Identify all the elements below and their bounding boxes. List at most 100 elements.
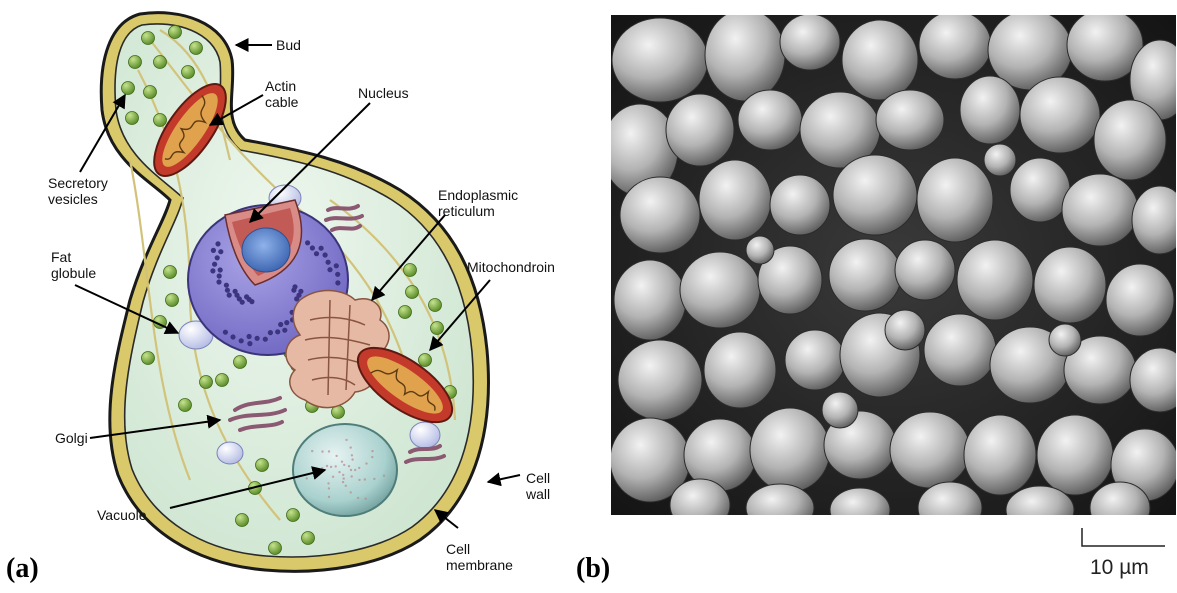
yeast-cell	[1106, 264, 1174, 336]
yeast-cell	[770, 175, 830, 235]
nuclear-pore	[291, 288, 296, 293]
sem-micrograph: 10 µm	[602, 9, 1177, 579]
yeast-cell	[1020, 77, 1100, 153]
panel-letter-b: (b)	[576, 553, 610, 585]
nuclear-pore	[247, 341, 252, 346]
nuclear-pore	[326, 260, 331, 265]
panel-letter-a: (a)	[6, 553, 39, 585]
yeast-cell	[785, 330, 845, 390]
yeast-cell	[885, 310, 925, 350]
yeast-cell	[1037, 415, 1113, 495]
secretory-vesicle	[179, 399, 192, 412]
label-membrane-1: Cell	[446, 541, 470, 557]
yeast-cell	[670, 479, 730, 531]
label-actin-2: cable	[265, 94, 299, 110]
secretory-vesicle	[399, 306, 412, 319]
nuclear-pore	[334, 263, 339, 268]
nuclear-pore	[218, 267, 223, 272]
yeast-cell	[842, 20, 918, 100]
secretory-vesicle	[154, 56, 167, 69]
nuclear-pore	[225, 288, 230, 293]
nuclear-pore	[217, 273, 222, 278]
nuclear-pore	[233, 289, 238, 294]
label-wall-2: wall	[525, 486, 550, 502]
nuclear-pore	[263, 337, 268, 342]
nuclear-pore	[310, 245, 315, 250]
secretory-vesicle	[144, 86, 157, 99]
nuclear-pore	[211, 248, 216, 253]
secretory-vesicle	[287, 509, 300, 522]
label-membrane-2: membrane	[446, 557, 513, 573]
scale-bar-label: 10 µm	[1090, 556, 1149, 579]
label-mitochondrion: Mitochondroin	[467, 259, 555, 275]
yeast-cell	[957, 240, 1033, 320]
secretory-vesicle	[429, 299, 442, 312]
label-fat-2: globule	[51, 265, 96, 281]
yeast-cell	[833, 155, 917, 235]
yeast-cell	[895, 240, 955, 300]
secretory-vesicle	[142, 32, 155, 45]
yeast-cell-diagram: Bud Actin cable Nucleus Secretory vesicl…	[48, 13, 555, 573]
yeast-cell	[666, 94, 734, 166]
label-actin-1: Actin	[265, 78, 296, 94]
nuclear-pore	[216, 279, 221, 284]
yeast-cell	[1094, 100, 1166, 180]
label-fat-1: Fat	[51, 249, 71, 265]
yeast-cell	[699, 160, 771, 240]
secretory-vesicle	[302, 532, 315, 545]
yeast-cell	[620, 177, 700, 253]
secretory-vesicle	[182, 66, 195, 79]
yeast-cell	[919, 11, 991, 79]
nuclear-pore	[239, 338, 244, 343]
yeast-cell	[618, 340, 702, 420]
yeast-cell	[984, 144, 1016, 176]
yeast-cell	[918, 482, 982, 534]
label-secretory-2: vesicles	[48, 191, 98, 207]
label-golgi: Golgi	[55, 430, 88, 446]
nuclear-pore	[255, 336, 260, 341]
yeast-cell	[924, 314, 996, 386]
nuclear-pore	[268, 330, 273, 335]
yeast-cell	[746, 236, 774, 264]
nuclear-pore	[210, 268, 215, 273]
yeast-cell	[680, 252, 760, 328]
yeast-cell	[830, 488, 890, 532]
label-er-2: reticulum	[438, 203, 495, 219]
label-secretory-1: Secretory	[48, 175, 108, 191]
label-bud: Bud	[276, 37, 301, 53]
yeast-cell	[1090, 482, 1150, 534]
nuclear-pore	[275, 329, 280, 334]
secretory-vesicle	[406, 286, 419, 299]
yeast-cell	[960, 76, 1020, 144]
nuclear-pore	[215, 255, 220, 260]
nuclear-pore	[284, 320, 289, 325]
yeast-cell	[780, 14, 840, 70]
secretory-vesicle	[419, 354, 432, 367]
yeast-cell	[612, 18, 708, 102]
nuclear-pore	[224, 283, 229, 288]
yeast-cell	[964, 415, 1036, 495]
yeast-cell	[1006, 486, 1074, 534]
nuclear-pore	[327, 267, 332, 272]
yeast-cell	[1034, 247, 1106, 323]
nuclear-pore	[282, 328, 287, 333]
nuclear-pore	[323, 252, 328, 257]
nuclear-pore	[278, 322, 283, 327]
scale-bar: 10 µm	[1082, 528, 1165, 579]
secretory-vesicle	[154, 114, 167, 127]
secretory-vesicle	[256, 459, 269, 472]
nucleolus	[242, 228, 290, 272]
secretory-vesicle	[164, 266, 177, 279]
secretory-vesicle	[142, 352, 155, 365]
secretory-vesicle	[431, 322, 444, 335]
secretory-vesicle	[129, 56, 142, 69]
yeast-cell	[890, 412, 970, 488]
nuclear-pore	[218, 249, 223, 254]
nuclear-pore	[319, 246, 324, 251]
yeast-cell	[829, 239, 901, 311]
yeast-cell	[917, 158, 993, 242]
nuclear-pore	[230, 334, 235, 339]
label-vacuole: Vacuole	[97, 507, 147, 523]
